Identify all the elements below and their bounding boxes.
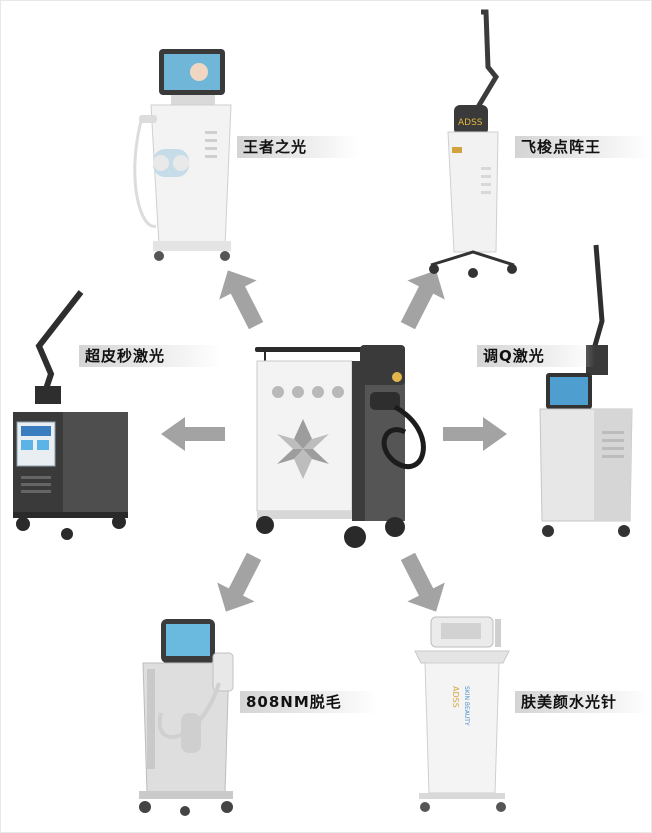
label-wangzhezhiguang: 王者之光: [237, 136, 359, 158]
device-logo-text: ADSS: [451, 686, 460, 708]
label-808nm: 808NM脱毛: [240, 691, 378, 713]
arrow-down-left-icon: [217, 553, 263, 615]
arrow-down-right-icon: [399, 553, 445, 615]
label-feisuodianzhenwang: 飞梭点阵王: [515, 136, 651, 158]
arrow-up-right-icon: [399, 267, 445, 329]
arrow-right-icon: [443, 417, 507, 451]
label-chaopimiaojiguang: 超皮秒激光: [79, 345, 221, 367]
device-brand-text: ADSS: [458, 118, 483, 128]
central-laser-machine: [245, 337, 445, 552]
ipl-machine: [121, 41, 241, 266]
device-subtitle-text: SKIN BEAUTY: [463, 686, 470, 726]
co2-fractional-laser: ADSS: [426, 7, 521, 282]
q-switched-laser: [536, 241, 636, 541]
picosecond-laser: [9, 286, 134, 546]
arrow-up-left-icon: [219, 267, 265, 329]
label-fumeiyanshuiguangzhen: 肤美颜水光针: [515, 691, 651, 713]
mesotherapy-machine: ADSS SKIN BEAUTY: [411, 611, 519, 821]
diode-hair-removal: [121, 613, 246, 818]
arrow-left-icon: [161, 417, 225, 451]
label-tiaoqjiguang: 调Q激光: [477, 345, 595, 367]
